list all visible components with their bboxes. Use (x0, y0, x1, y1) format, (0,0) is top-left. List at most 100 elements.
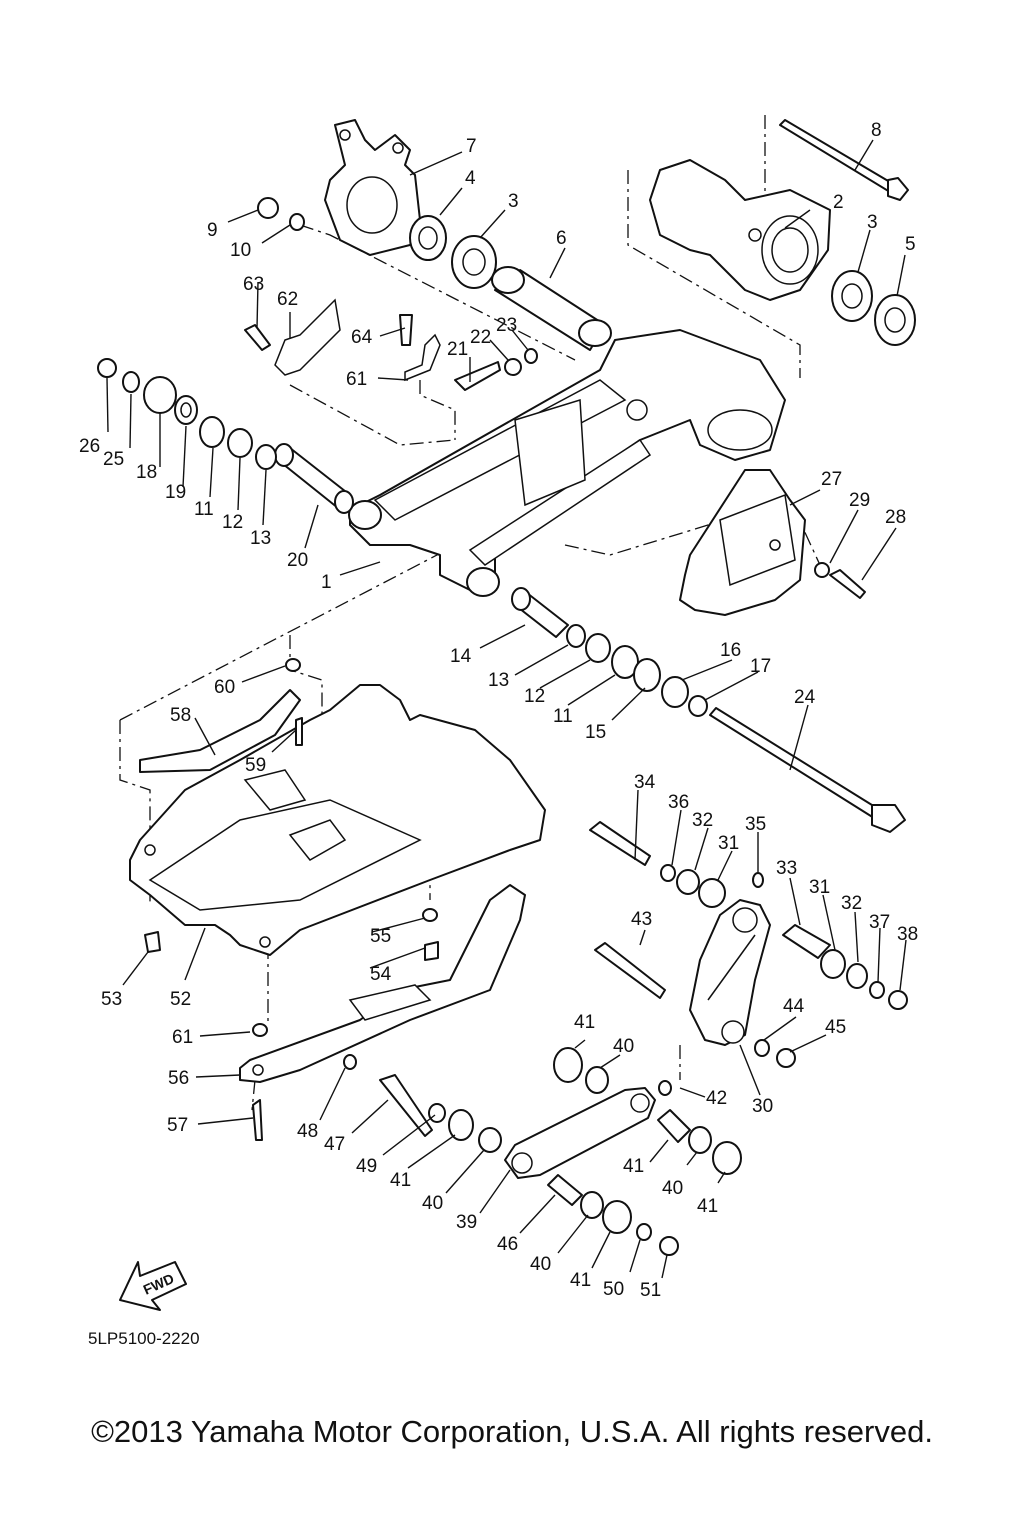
callout-18: 18 (136, 462, 157, 483)
callout-3a: 3 (508, 191, 519, 212)
callout-38: 38 (897, 924, 918, 945)
callout-35: 35 (745, 814, 766, 835)
callout-49: 48 (297, 1121, 318, 1142)
callout-29: 29 (849, 490, 870, 511)
callout-12b: 12 (524, 686, 545, 707)
callout-54: 53 (101, 989, 122, 1010)
callout-42: 41 (623, 1156, 644, 1177)
copyright-notice: ©2013 Yamaha Motor Corporation, U.S.A. A… (91, 1414, 933, 1449)
callout-26: 26 (79, 436, 100, 457)
relay-arm-30 (689, 899, 771, 1046)
callout-44: 43 (631, 909, 652, 930)
callout-30: 30 (752, 1096, 773, 1117)
guard-57 (239, 884, 526, 1083)
swingarm-1 (348, 329, 786, 597)
callout-59: 58 (170, 705, 191, 726)
callout-32a: 32 (692, 810, 713, 831)
callout-47: 46 (497, 1234, 518, 1255)
callout-14: 14 (450, 646, 472, 667)
callout-6: 6 (556, 228, 567, 249)
callout-24: 24 (794, 687, 816, 708)
callout-7: 7 (466, 136, 477, 157)
callouts: 1 2 3 3 4 5 6 7 8 9 10 11 11 12 12 13 13… (79, 120, 918, 1301)
drawing-code: 5LP5100-2220 (88, 1329, 200, 1348)
callout-40c: 40 (662, 1178, 683, 1199)
callout-22: 22 (470, 327, 491, 348)
callout-19: 19 (165, 482, 186, 503)
callout-48: 47 (324, 1134, 345, 1155)
bushings-and-washers (97, 197, 916, 1256)
callout-15: 15 (585, 722, 606, 743)
callout-61a: 60 (214, 677, 235, 698)
callout-13a: 13 (250, 528, 271, 549)
callout-43: 42 (706, 1088, 727, 1109)
callout-31b: 31 (809, 877, 830, 898)
callout-57: 56 (168, 1068, 189, 1089)
callout-41c: 41 (697, 1196, 718, 1217)
callout-51: 50 (603, 1279, 624, 1300)
callout-56: 55 (370, 926, 391, 947)
callout-10: 10 (230, 240, 251, 261)
frame-53 (129, 684, 546, 956)
callout-17: 17 (750, 656, 771, 677)
callout-11a: 11 (194, 499, 214, 520)
callout-32b: 32 (841, 893, 862, 914)
callout-25: 25 (103, 449, 124, 470)
leader-lines (106, 139, 907, 1279)
callout-16: 16 (720, 640, 741, 661)
collar-6 (491, 266, 612, 351)
callout-2: 2 (833, 192, 844, 213)
callout-28: 28 (885, 507, 906, 528)
bolt-8 (779, 119, 909, 201)
callout-45: 44 (783, 996, 805, 1017)
callout-58: 57 (167, 1115, 188, 1136)
callout-31a: 31 (718, 833, 739, 854)
callout-41d: 41 (570, 1270, 591, 1291)
callout-41a: 41 (574, 1012, 595, 1033)
callout-40d: 40 (530, 1254, 551, 1275)
callout-23: 23 (496, 315, 517, 336)
callout-52: 51 (640, 1280, 661, 1301)
callout-39: 39 (456, 1212, 477, 1233)
callout-21: 21 (447, 339, 468, 360)
callout-37: 37 (869, 912, 890, 933)
callout-27: 27 (821, 469, 842, 490)
callout-13b: 13 (488, 670, 509, 691)
callout-3b: 3 (867, 212, 878, 233)
pivot-shaft-14 (511, 587, 569, 638)
callout-62: 61 (346, 369, 367, 390)
callout-36: 36 (668, 792, 689, 813)
pivot-collar-20 (274, 443, 354, 514)
pivot-shaft-24 (709, 707, 906, 833)
callout-20: 20 (287, 550, 308, 571)
callout-5: 5 (905, 234, 916, 255)
brackets-62-63 (274, 298, 441, 382)
caliper-bracket-2 (649, 159, 831, 301)
callout-64b: 64 (351, 327, 373, 348)
callout-64a: 63 (243, 274, 264, 295)
callout-12a: 12 (222, 512, 243, 533)
callout-11b: 11 (553, 706, 573, 727)
callout-40b: 40 (422, 1193, 443, 1214)
strap-59 (139, 689, 301, 773)
callout-40a: 40 (613, 1036, 634, 1057)
callout-9: 9 (207, 220, 218, 241)
chain-guide-27 (679, 469, 806, 616)
callout-55: 54 (370, 964, 392, 985)
callout-63: 62 (277, 289, 298, 310)
callout-1: 1 (321, 572, 332, 593)
fwd-arrow: FWD (119, 1261, 187, 1311)
callout-53: 52 (170, 989, 191, 1010)
callout-34: 34 (634, 772, 656, 793)
bracket-7 (324, 119, 421, 256)
callout-33: 33 (776, 858, 797, 879)
callout-46: 45 (825, 1017, 846, 1038)
callout-60: 59 (245, 755, 266, 776)
connecting-rod-39 (504, 1087, 656, 1179)
callout-4: 4 (465, 168, 476, 189)
callout-41b: 41 (390, 1170, 411, 1191)
callout-50: 49 (356, 1156, 377, 1177)
callout-8: 8 (871, 120, 882, 141)
callout-61b: 61 (172, 1027, 193, 1048)
